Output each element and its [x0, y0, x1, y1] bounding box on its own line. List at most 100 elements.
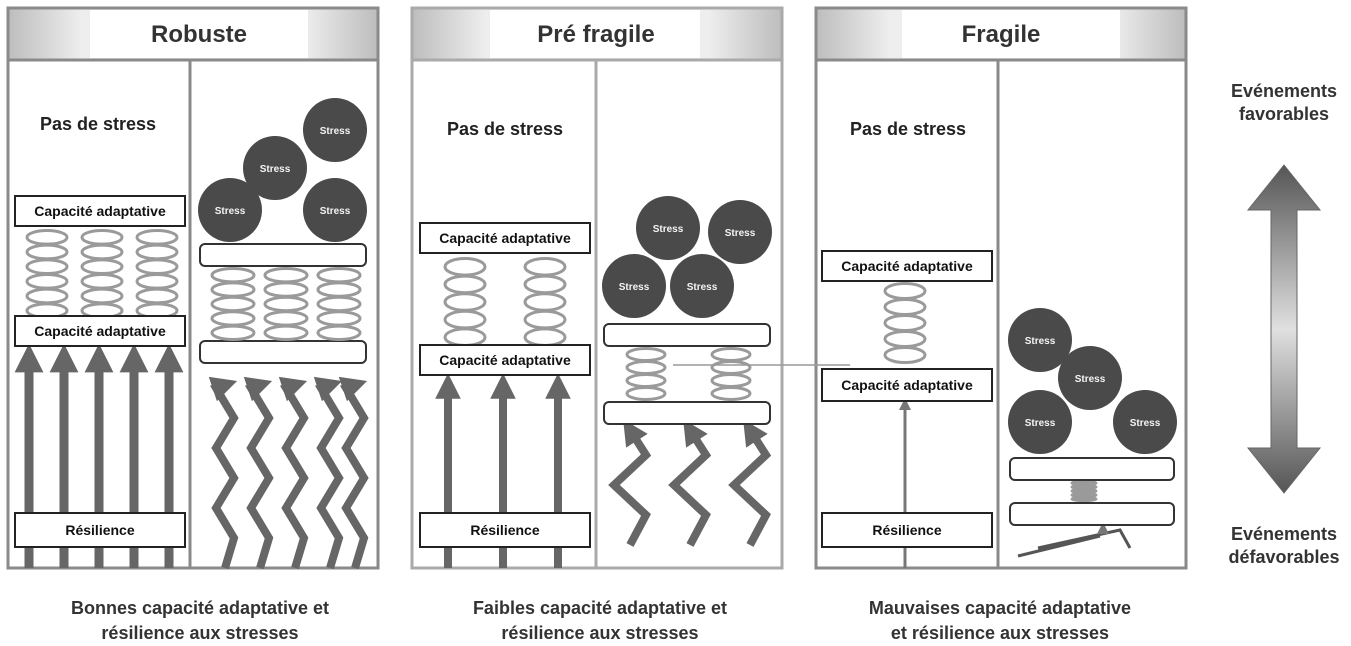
stress-label: Stress — [653, 224, 684, 235]
capacity-box-top — [419, 222, 591, 254]
plate-lower — [1009, 502, 1175, 526]
stress-ball — [636, 196, 700, 260]
stress-ball — [198, 178, 262, 242]
plate-upper — [199, 243, 367, 267]
no-stress-label: Pas de stress — [850, 119, 966, 139]
panel-pre-fragile: Pré fragile Pas de stress Capacité adapt… — [410, 6, 784, 570]
stress-ball — [303, 98, 367, 162]
caption-robuste: Bonnes capacité adaptative et résilience… — [20, 596, 380, 646]
stress-label: Stress — [320, 206, 351, 217]
capacity-label-top: Capacité adaptative — [34, 203, 166, 219]
stress-ball — [1058, 346, 1122, 410]
caption-fragile: Mauvaises capacité adaptative et résilie… — [820, 596, 1180, 646]
caption-pre-fragile: Faibles capacité adaptative et résilienc… — [420, 596, 780, 646]
stress-label: Stress — [619, 282, 650, 293]
spring-compressed — [1070, 480, 1098, 502]
panel-frame — [814, 6, 1188, 570]
zigzag-arrow — [278, 376, 309, 570]
zigzag-arrows — [208, 376, 369, 570]
resilience-box — [14, 512, 186, 548]
stress-ball — [1113, 390, 1177, 454]
double-arrow-icon — [1246, 164, 1322, 494]
capacity-box-bottom — [419, 344, 591, 376]
capacity-box-bottom — [14, 315, 186, 347]
zigzag-arrow — [338, 376, 369, 570]
resilience-label: Résilience — [872, 522, 941, 538]
stress-ball — [243, 136, 307, 200]
spring-coil — [1070, 496, 1098, 502]
capacity-label-bottom: Capacité adaptative — [841, 377, 973, 393]
stress-ball — [708, 200, 772, 264]
zigzag-arrows — [608, 419, 772, 547]
stress-ball — [670, 254, 734, 318]
stress-label: Stress — [1075, 374, 1106, 385]
zigzag-arrow — [208, 376, 239, 570]
caption-line: et résilience aux stresses — [890, 623, 1110, 643]
stress-ball — [1008, 390, 1072, 454]
stress-ball — [303, 178, 367, 242]
resilience-label: Résilience — [470, 522, 539, 538]
stress-ball — [1008, 308, 1072, 372]
scale-top-line1: Evénements — [1231, 81, 1337, 101]
plate-lower — [199, 340, 367, 364]
resilience-label: Résilience — [65, 522, 134, 538]
stress-label: Stress — [1025, 336, 1056, 347]
capacity-label-bottom: Capacité adaptative — [439, 352, 571, 368]
springs-right — [210, 267, 362, 341]
stress-label: Stress — [215, 206, 246, 217]
zigzag-flat — [1017, 528, 1132, 558]
stress-label: Stress — [1025, 418, 1056, 429]
plate-upper — [603, 323, 771, 347]
scale-top-line2: favorables — [1239, 104, 1329, 124]
stress-label: Stress — [687, 282, 718, 293]
zigzag-arrow — [243, 376, 274, 570]
stress-label: Stress — [260, 164, 291, 175]
springs-right — [625, 347, 752, 401]
resilience-box — [821, 512, 993, 548]
caption-line: résilience aux stresses — [501, 623, 699, 643]
zigzag-arrow — [313, 376, 344, 570]
no-stress-label: Pas de stress — [447, 119, 563, 139]
spring-coil — [263, 324, 309, 341]
springs-left — [443, 257, 567, 348]
springs-left — [25, 229, 179, 319]
panel-robuste: Robuste Pas de stress Capacité adaptativ… — [6, 6, 380, 570]
stress-ball — [602, 254, 666, 318]
zigzag-arrow — [728, 419, 772, 547]
capacity-label-top: Capacité adaptative — [439, 230, 571, 246]
spring-coil — [883, 346, 927, 364]
stress-label: Stress — [725, 228, 756, 239]
caption-line: Faibles capacité adaptative et — [472, 598, 728, 618]
resilience-box — [419, 512, 591, 548]
caption-line: Mauvaises capacité adaptative — [868, 598, 1132, 618]
spring-coil — [316, 324, 362, 341]
spring-coil — [625, 386, 667, 401]
scale-bottom-line1: Evénements — [1231, 524, 1337, 544]
capacity-box-top — [821, 250, 993, 282]
panel-frame — [6, 6, 380, 570]
zigzag-arrow — [668, 419, 712, 547]
zigzag-arrow — [608, 419, 652, 547]
capacity-box-top — [14, 195, 186, 227]
event-scale: Evénements favorables Evénements défavor… — [1228, 81, 1339, 567]
scale-bottom-line2: défavorables — [1228, 547, 1339, 567]
stress-label: Stress — [320, 126, 351, 137]
capacity-label-bottom: Capacité adaptative — [34, 323, 166, 339]
panel-title: Fragile — [962, 21, 1041, 48]
panel-title: Pré fragile — [537, 21, 654, 48]
springs-left — [883, 282, 927, 364]
spring-coil — [710, 386, 752, 401]
plate-upper — [1009, 457, 1175, 481]
caption-line: Bonnes capacité adaptative et — [70, 598, 330, 618]
no-stress-label: Pas de stress — [40, 114, 156, 134]
capacity-box-bottom — [821, 368, 993, 402]
stress-label: Stress — [1130, 418, 1161, 429]
plate-lower — [603, 401, 771, 425]
spring-coil — [210, 324, 256, 341]
caption-line: résilience aux stresses — [101, 623, 299, 643]
capacity-label-top: Capacité adaptative — [841, 258, 973, 274]
